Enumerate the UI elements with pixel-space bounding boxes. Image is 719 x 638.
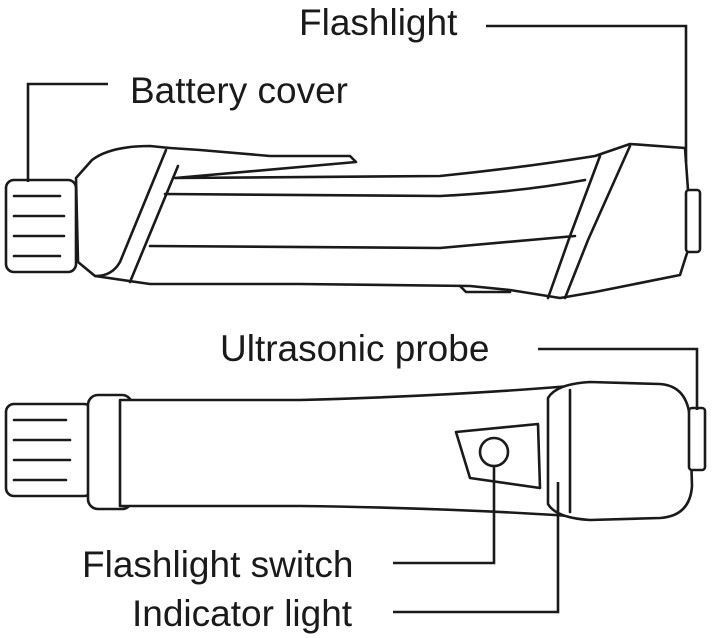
- leader-flashlight-switch: [393, 466, 496, 565]
- device-side-view: [4, 142, 702, 300]
- leader-battery-cover: [26, 82, 108, 182]
- end-cap-top: [4, 178, 78, 274]
- label-indicator-light: Indicator light: [132, 593, 353, 634]
- label-flashlight: Flashlight: [299, 2, 458, 43]
- label-battery-cover: Battery cover: [130, 70, 348, 111]
- body-side: [74, 142, 702, 300]
- label-flashlight-switch: Flashlight switch: [82, 544, 354, 585]
- end-cap-bottom: [4, 402, 94, 498]
- leader-ultrasonic-probe: [538, 347, 699, 410]
- probe-window: [687, 406, 707, 472]
- leader-indicator-light: [393, 482, 560, 614]
- head: [546, 380, 694, 522]
- switch-button[interactable]: [478, 436, 510, 468]
- leader-flashlight: [486, 24, 688, 162]
- device-front-view: [4, 380, 707, 522]
- label-ultrasonic-probe: Ultrasonic probe: [220, 328, 490, 369]
